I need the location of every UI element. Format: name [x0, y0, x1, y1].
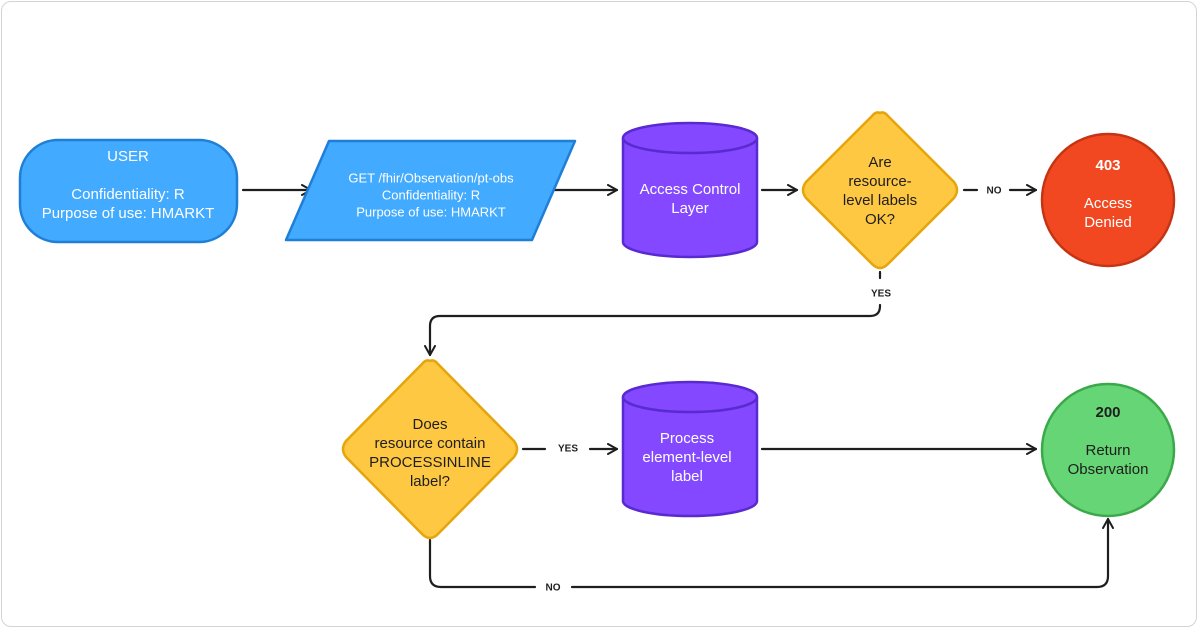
node-request: GET /fhir/Observation/pt-obs Confidentia… — [284, 139, 577, 242]
user-purpose: Purpose of use: HMARKT — [42, 205, 215, 222]
inline-check-line4: label? — [410, 473, 450, 490]
denied-line1: Access — [1084, 195, 1132, 212]
edge-inline-check-no — [428, 519, 1108, 589]
success-line2: Observation — [1068, 461, 1149, 478]
request-purpose: Purpose of use: HMARKT — [356, 204, 506, 219]
edge-label-resource-no: NO — [987, 186, 1002, 197]
resource-check-line4: OK? — [865, 211, 895, 228]
edge-label-inline-no: NO — [546, 583, 561, 594]
resource-check-line2: resource- — [848, 173, 911, 190]
access-control-line2: Layer — [671, 200, 709, 217]
user-confidentiality: Confidentiality: R — [71, 186, 185, 203]
edge-label-resource-yes: YES — [871, 289, 891, 300]
edge-label-inline-yes: YES — [558, 444, 578, 455]
denied-code: 403 — [1095, 157, 1120, 174]
process-line1: Process — [660, 430, 714, 447]
access-control-line1: Access Control — [640, 181, 741, 198]
denied-line2: Denied — [1084, 214, 1132, 231]
resource-check-line1: Are — [868, 154, 891, 171]
edge-resource-check-yes — [430, 270, 882, 355]
inline-check-line2: resource contain — [375, 435, 486, 452]
node-user: USER Confidentiality: R Purpose of use: … — [18, 138, 239, 244]
success-code: 200 — [1095, 404, 1120, 421]
inline-check-line1: Does — [412, 416, 447, 433]
process-line3: label — [671, 468, 703, 485]
request-url: GET /fhir/Observation/pt-obs — [348, 170, 514, 185]
node-return-observation: 200 Return Observation — [1040, 382, 1176, 518]
user-title: USER — [107, 148, 149, 165]
node-access-denied: 403 Access Denied — [1040, 132, 1176, 268]
inline-check-line3: PROCESSINLINE — [369, 454, 491, 471]
node-resource-check: Are resource- level labels OK? — [801, 111, 959, 270]
success-line1: Return — [1085, 442, 1130, 459]
node-process-element-label: Process element-level label — [621, 380, 759, 518]
resource-check-line3: level labels — [843, 192, 917, 209]
node-inline-check: Does resource contain PROCESSINLINE labe… — [341, 359, 519, 540]
request-confidentiality: Confidentiality: R — [382, 187, 480, 202]
node-access-control: Access Control Layer — [621, 121, 759, 259]
edges — [241, 190, 1108, 589]
process-line2: element-level — [642, 449, 731, 466]
